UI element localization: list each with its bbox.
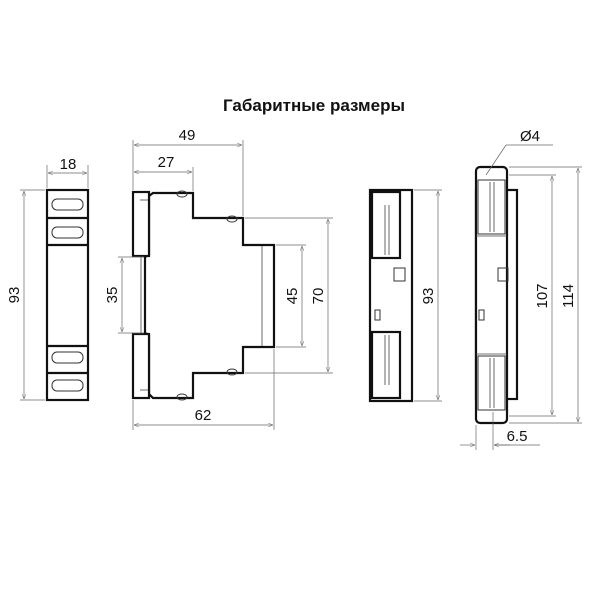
dim-depth-27: 27 [158,154,175,171]
dim-height-93: 93 [6,287,23,304]
dim-height-70: 70 [310,288,327,305]
dim-height-45: 45 [284,288,301,305]
drawing-title: Габаритные размеры [223,96,405,115]
side-view: 49 27 62 70 45 35 [104,127,333,430]
back-view: 93 [368,188,442,403]
dim-height-107: 107 [534,283,551,308]
rail-view: Ø4 107 114 6.5 [460,128,582,450]
dim-offset-6-5: 6.5 [507,428,528,445]
dim-hole-diameter: Ø4 [520,128,540,145]
dim-width-18: 18 [60,156,77,173]
dim-depth-49: 49 [179,127,196,144]
dim-depth-62: 62 [195,407,212,424]
dim-back-height-93: 93 [420,288,437,305]
front-view: 18 93 [6,156,90,402]
dim-height-114: 114 [560,284,577,308]
dim-rail-35: 35 [104,287,121,304]
